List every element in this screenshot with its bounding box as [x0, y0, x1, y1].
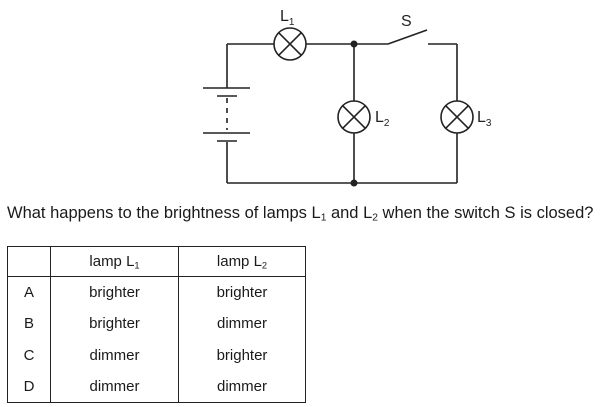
option-letter: D: [7, 370, 51, 403]
option-letter: C: [7, 339, 51, 371]
header-option: [7, 246, 51, 277]
option-letter: B: [7, 308, 51, 340]
label-S: S: [401, 13, 412, 30]
lamp2-value: brighter: [178, 339, 306, 371]
junction-bottom: [350, 179, 358, 187]
lamp2-value: dimmer: [178, 370, 306, 403]
table-row[interactable]: C dimmer brighter: [7, 339, 306, 371]
switch-arm: [387, 29, 428, 45]
answer-table: lamp L1 lamp L2 A brighter brighter B br…: [7, 246, 306, 404]
question-text: What happens to the brightness of lamps …: [7, 204, 594, 224]
label-L2: L2: [375, 109, 390, 129]
table-row[interactable]: B brighter dimmer: [7, 308, 306, 340]
lamp1-value: dimmer: [50, 370, 179, 403]
junction-top: [350, 40, 358, 48]
label-L1: L1: [280, 8, 295, 28]
header-lamp2: lamp L2: [178, 246, 306, 277]
lamp2-value: dimmer: [178, 308, 306, 340]
lamp-L3-icon: [440, 100, 474, 134]
lamp-L2-icon: [337, 100, 371, 134]
table-row[interactable]: A brighter brighter: [7, 276, 306, 309]
table-row[interactable]: D dimmer dimmer: [7, 370, 306, 403]
option-letter: A: [7, 276, 51, 309]
lamp1-value: dimmer: [50, 339, 179, 371]
table-header-row: lamp L1 lamp L2: [7, 246, 306, 277]
lamp-L1-icon: [273, 27, 307, 61]
label-L3: L3: [477, 109, 492, 129]
lamp1-value: brighter: [50, 308, 179, 340]
battery-icon: [203, 87, 250, 142]
lamp1-value: brighter: [50, 276, 179, 309]
lamp2-value: brighter: [178, 276, 306, 309]
header-lamp1: lamp L1: [50, 246, 179, 277]
circuit-diagram: L1 S L2 L3: [203, 8, 492, 187]
